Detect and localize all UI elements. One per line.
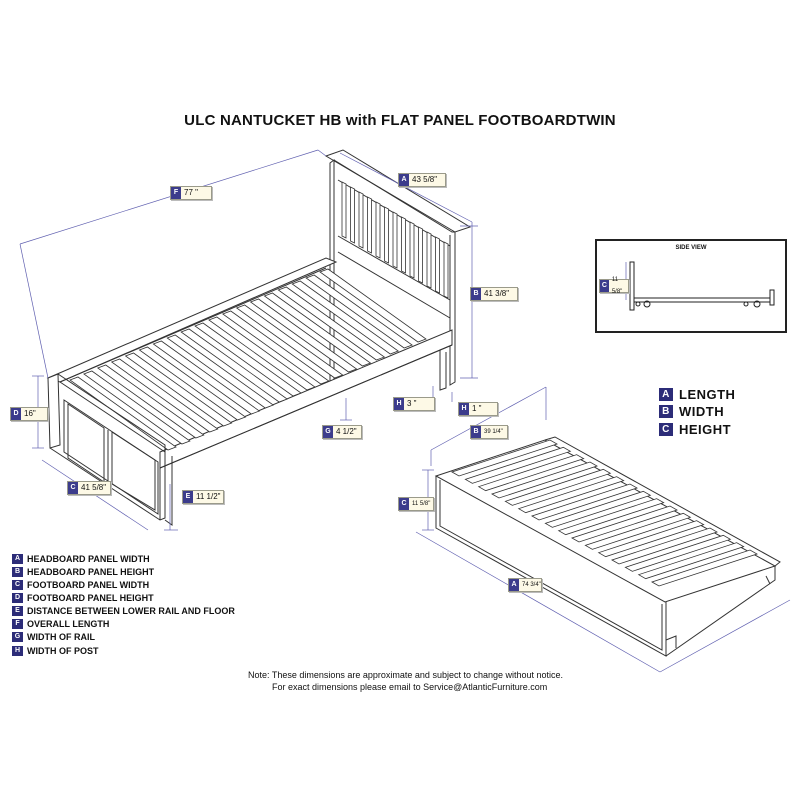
bed-slat	[69, 376, 177, 451]
trundle-slat	[611, 527, 718, 565]
footboard-drawing	[47, 373, 173, 526]
bed-slat	[319, 268, 427, 343]
bed-slat	[83, 370, 191, 445]
side-rail-drawing	[46, 257, 453, 469]
trundle-slat	[491, 461, 598, 499]
trundle-slat	[584, 512, 692, 550]
trundle-slat	[597, 520, 705, 558]
trundle-slat	[637, 542, 745, 580]
trundle-slat	[451, 439, 558, 477]
headboard-slat	[341, 181, 347, 239]
bed-slat	[138, 346, 247, 421]
headboard-slat	[384, 206, 389, 264]
trundle-slat	[557, 498, 665, 536]
trundle-slat	[624, 534, 732, 572]
page-title: ULC NANTUCKET HB with FLAT PANEL FOOTBOA…	[184, 112, 616, 129]
trundle-slat	[651, 549, 758, 587]
bed-slat	[194, 322, 302, 397]
note-line-1: Note: These dimensions are approximate a…	[248, 670, 564, 680]
bed-slat	[277, 286, 386, 361]
trundle-slats	[451, 439, 758, 587]
bed-slat	[166, 334, 275, 409]
trundle-slat	[571, 505, 678, 543]
trundle-slat	[477, 454, 585, 492]
bed-slat	[263, 292, 372, 367]
bed-slat	[305, 274, 413, 349]
headboard-slat	[358, 191, 364, 249]
trundle-slat	[464, 446, 572, 484]
headboard-slat	[392, 211, 398, 269]
headboard-slat	[418, 226, 423, 284]
side-view-label: SIDE VIEW	[675, 245, 707, 251]
bed-slat	[291, 280, 400, 355]
headboard-slat	[375, 201, 381, 259]
trundle-slat	[504, 468, 612, 506]
bed-slat	[152, 340, 261, 415]
trundle-slat	[531, 483, 638, 521]
trundle-slat	[517, 476, 625, 514]
headboard-slat	[426, 231, 432, 289]
headboard-slat	[367, 196, 372, 254]
bed-slat	[249, 298, 358, 373]
headboard-slat	[401, 216, 406, 274]
disclaimer-note: Note: These dimensions are approximate a…	[248, 669, 563, 693]
bed-slat	[208, 316, 316, 391]
headboard-slat	[409, 221, 415, 279]
trundle-slat	[544, 490, 652, 528]
bed-slat	[96, 364, 205, 439]
headboard-slat	[350, 186, 355, 244]
headboard-slat	[443, 241, 449, 299]
bed-slat	[180, 328, 288, 403]
bed-slat	[221, 310, 330, 385]
trundle-drawing	[415, 386, 791, 673]
bed-slat	[124, 352, 233, 427]
headboard-slat	[435, 236, 440, 294]
note-line-2: For exact dimensions please email to Ser…	[272, 682, 548, 692]
bed-slat	[235, 304, 344, 379]
bed-slat	[110, 358, 219, 433]
main-bed-slats	[69, 268, 427, 451]
